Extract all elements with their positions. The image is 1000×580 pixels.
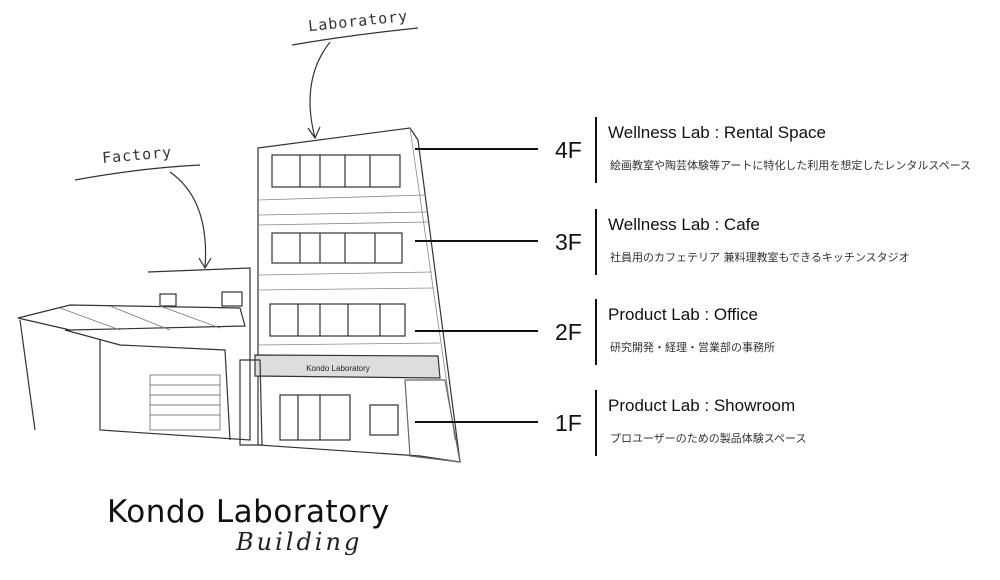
floor-title: Wellness Lab : Rental Space [608,123,826,142]
floor-description: 研究開発・経理・営業部の事務所 [610,341,775,354]
shutter [149,374,221,431]
floor-3f: 3F Wellness Lab : Cafe 社員用のカフェテリア 兼料理教室も… [415,209,1000,279]
floor-description: プロユーザーのための製品体験スペース [610,432,807,445]
floor-2f: 2F Product Lab : Office 研究開発・経理・営業部の事務所 [415,299,1000,369]
canopy-beams [59,305,221,331]
divider [595,390,597,456]
floor-title: Wellness Lab : Cafe [608,215,760,234]
floor-level: 1F [555,410,582,436]
floor-title: Product Lab : Showroom [608,396,796,415]
factory-arrow [169,171,212,270]
lab-building-siding [257,127,456,441]
floor-level: 4F [555,137,582,163]
factory-window [221,291,243,307]
building-sign: Kondo Laboratory [306,364,370,373]
factory-window [159,293,177,307]
divider [595,299,597,365]
factory-outline [99,267,251,441]
sign-band [254,354,441,379]
floor-description: 社員用のカフェテリア 兼料理教室もできるキッチンスタジオ [610,251,910,264]
floor-1f: 1F Product Lab : Showroom プロユーザーのための製品体験… [415,390,1000,460]
divider [595,209,597,275]
leader-line [415,421,538,423]
lab-windows [269,154,406,337]
factory-canopy [17,304,246,441]
entrance [239,359,461,463]
floor-4f: 4F Wellness Lab : Rental Space 絵画教室や陶芸体験… [415,117,1000,187]
divider [595,117,597,183]
factory-underline [74,164,201,181]
floor-description: 絵画教室や陶芸体験等アートに特化した利用を想定したレンタルスペース [610,159,972,172]
laboratory-arrow [307,41,331,140]
lab-building-outline [257,127,461,463]
leader-line [415,240,538,242]
floor-level: 3F [555,229,582,255]
laboratory-underline [291,27,419,46]
logo-main: Kondo Laboratory [107,494,390,530]
leader-line [415,148,538,150]
floor-title: Product Lab : Office [608,305,758,324]
logo-sub: Building [236,528,363,556]
floor-level: 2F [555,319,582,345]
leader-line [415,330,538,332]
